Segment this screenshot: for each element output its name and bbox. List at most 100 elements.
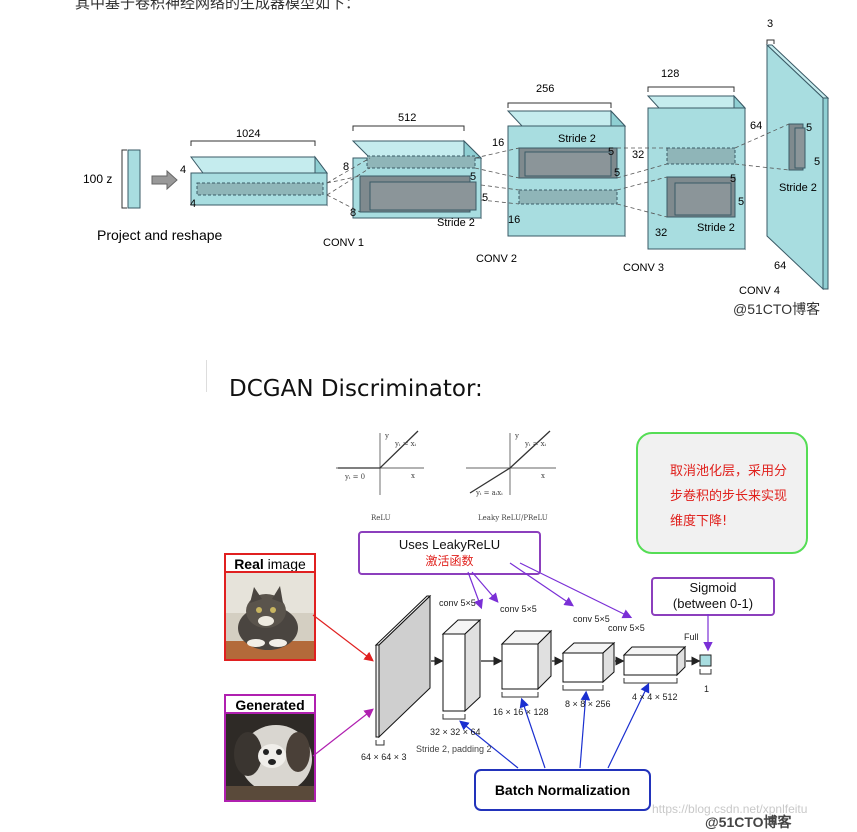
- relu-eq-left: yᵢ = 0: [345, 473, 366, 481]
- leaky-ylabel: y: [515, 432, 519, 440]
- leaky-plot: [466, 430, 556, 495]
- block1-top-label: 1024: [236, 128, 261, 140]
- disc-watermark: @51CTO博客: [705, 814, 792, 830]
- faint-url-watermark: https://blog.csdn.net/xpnlfeitu: [652, 802, 808, 816]
- disc-output-unit: [699, 654, 712, 667]
- generator-diagram: [121, 39, 830, 291]
- gen-block-1: [190, 140, 328, 207]
- dim-label-input: 64 × 64 × 3: [361, 752, 407, 762]
- block4-side-b: 32: [655, 227, 668, 239]
- generated-dog-photo: [224, 712, 316, 802]
- block4-top-label: 128: [661, 68, 680, 80]
- batch-norm-box: Batch Normalization: [474, 769, 651, 811]
- block2-side-a: 8: [343, 161, 350, 173]
- conv1-label: CONV 1: [323, 237, 364, 249]
- gen-watermark: @51CTO博客: [733, 301, 821, 317]
- sigmoid-box: Sigmoid (between 0-1): [651, 577, 775, 616]
- divider: [206, 360, 207, 392]
- disc-cube-1: [441, 618, 482, 713]
- leakyrelu-box: Uses LeakyReLU 激活函数: [358, 531, 541, 575]
- stride-note: Stride 2, padding 2: [416, 744, 492, 754]
- activation-plots: [336, 430, 556, 495]
- block3-side-a: 16: [492, 137, 505, 149]
- disc-cube-2: [500, 629, 553, 691]
- sigmoid-title: Sigmoid: [689, 580, 737, 595]
- conv-label-3: conv 5×5: [573, 614, 610, 624]
- block3-kernel-b: 5: [614, 167, 621, 179]
- disc-cube-4: [622, 645, 687, 677]
- block2-stride: Stride 2: [437, 217, 475, 229]
- project-reshape-label: Project and reshape: [97, 227, 223, 243]
- dim-brackets: [375, 669, 712, 746]
- note-box: 取消池化层，采用分 步卷积的步长来实现 维度下降!: [636, 432, 808, 554]
- leaky-arrows: [467, 562, 633, 619]
- discriminator-title: DCGAN Discriminator:: [229, 376, 483, 402]
- real-tag-rest: image: [263, 556, 306, 572]
- block2-side-b: 8: [350, 207, 357, 219]
- block5-kernel-a: 5: [806, 122, 813, 134]
- relu-plot: [336, 430, 424, 495]
- conv3-label: CONV 3: [623, 262, 664, 274]
- block5-top-label: 3: [767, 18, 774, 30]
- dim-label-4: 4 × 4 × 512: [632, 692, 678, 702]
- intro-text: 其中基于卷积神经网络的生成器模型如下：: [75, 0, 361, 12]
- generated-arrow: [312, 708, 374, 757]
- block5-side-a: 64: [750, 120, 763, 132]
- full-label: Full: [684, 632, 699, 642]
- block3-side-b: 16: [508, 214, 521, 226]
- real-cat-photo: [224, 571, 316, 661]
- block3-stride: Stride 2: [558, 133, 596, 145]
- block2-kernel-a: 5: [470, 171, 477, 183]
- block3-kernel-a: 5: [608, 146, 615, 158]
- disc-input-slab: [374, 594, 432, 739]
- input-z-vector: [127, 149, 141, 209]
- leaky-eq-left: yᵢ = aᵢxᵢ: [476, 489, 503, 497]
- dim-label-out: 1: [704, 684, 710, 694]
- dim-label-3: 8 × 8 × 256: [565, 699, 611, 709]
- disc-cube-3: [561, 641, 616, 684]
- leaky-caption: Leaky ReLU/PReLU: [478, 514, 548, 522]
- relu-ylabel: y: [385, 432, 389, 440]
- relu-caption: ReLU: [371, 514, 391, 522]
- bn-arrows: [459, 682, 650, 769]
- relu-xlabel: x: [411, 472, 415, 480]
- note-line-2: 步卷积的步长来实现: [670, 489, 788, 504]
- sigmoid-range: (between 0-1): [672, 596, 754, 611]
- project-arrow: [151, 169, 178, 191]
- connector-lines: [326, 123, 790, 218]
- relu-eq-right: yᵢ = xᵢ: [395, 440, 417, 448]
- dim-label-1: 32 × 32 × 64: [430, 727, 481, 737]
- block5-kernel-b: 5: [814, 156, 821, 168]
- leaky-eq-right: yᵢ = xᵢ: [525, 440, 547, 448]
- note-line-1: 取消池化层，采用分: [670, 464, 788, 479]
- block4-stride: Stride 2: [697, 222, 735, 234]
- block5-stride: Stride 2: [779, 182, 817, 194]
- gen-block-2: [351, 125, 483, 220]
- block5-side-b: 64: [774, 260, 787, 272]
- gen-block-3: [506, 102, 627, 238]
- block4-kernel-b: 5: [738, 196, 745, 208]
- leakyrelu-subtitle: 激活函数: [425, 554, 474, 568]
- block3-top-label: 256: [536, 83, 555, 95]
- dim-label-2: 16 × 16 × 128: [493, 707, 549, 717]
- conv-label-4: conv 5×5: [608, 623, 645, 633]
- block2-top-label: 512: [398, 112, 417, 124]
- leaky-xlabel: x: [541, 472, 545, 480]
- conv-label-1: conv 5×5: [439, 598, 476, 608]
- real-arrow: [312, 614, 374, 662]
- block1-side-a: 4: [180, 164, 187, 176]
- leakyrelu-title: Uses LeakyReLU: [398, 537, 501, 552]
- block4-kernel-a: 5: [730, 173, 737, 185]
- gen-block-5: [765, 39, 830, 291]
- conv2-label: CONV 2: [476, 253, 517, 265]
- block4-side-a: 32: [632, 149, 645, 161]
- block2-kernel-b: 5: [482, 192, 489, 204]
- input-z-label: 100 z: [83, 172, 113, 186]
- input-bracket: [121, 149, 127, 209]
- conv4-label: CONV 4: [739, 285, 780, 297]
- gen-block-4: [646, 86, 747, 251]
- real-tag-bold: Real: [234, 556, 264, 572]
- conv-label-2: conv 5×5: [500, 604, 537, 614]
- block1-side-b: 4: [190, 198, 197, 210]
